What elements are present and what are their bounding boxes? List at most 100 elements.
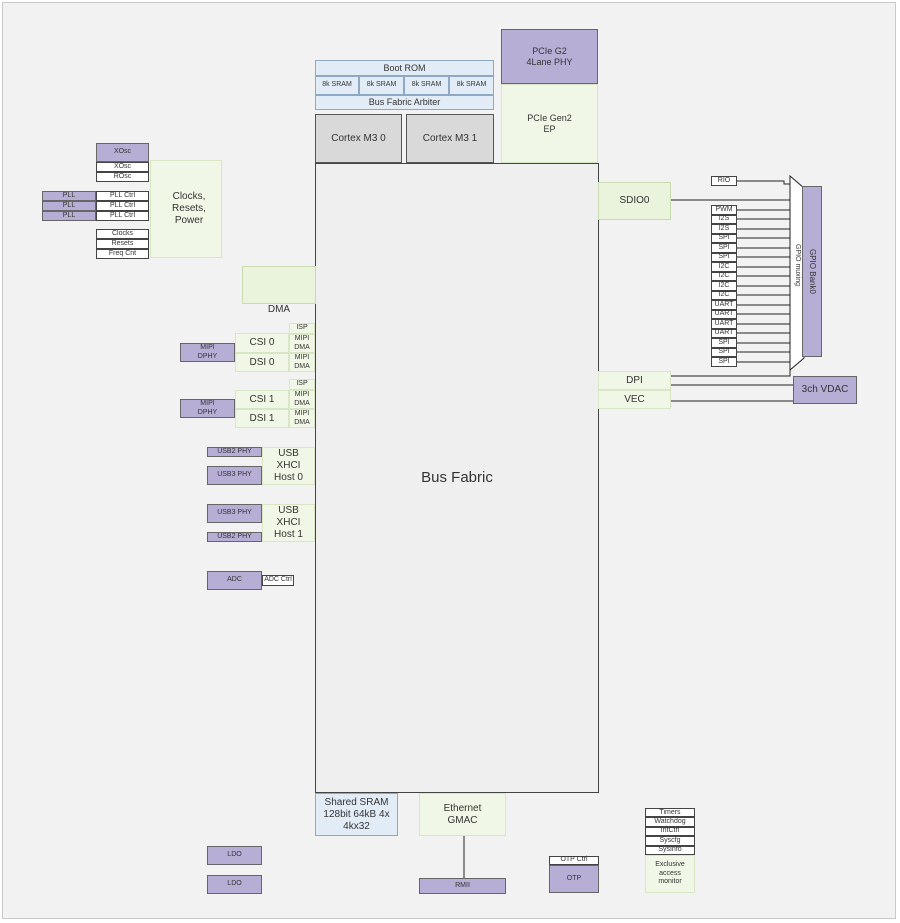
ethernet-gmac-label: Ethernet GMAC bbox=[443, 802, 482, 826]
gpio-function-box: I2C bbox=[711, 271, 737, 281]
pll-ctrl-box: PLL Ctrl bbox=[96, 191, 149, 201]
gpio-bank0: GPIO Bank0 bbox=[802, 186, 822, 357]
mipi-dma-label: MIPI DMA bbox=[294, 410, 310, 426]
boot-rom: Boot ROM bbox=[315, 60, 494, 76]
mipi-dma-label: MIPI DMA bbox=[294, 354, 310, 370]
gpio-function-box: UART bbox=[711, 300, 737, 310]
gpio-function-box: SPI bbox=[711, 252, 737, 262]
mipi-dma-block: MIPI DMA bbox=[289, 390, 315, 409]
gpio-function-box: UART bbox=[711, 328, 737, 338]
pcie-phy-label: PCIe G2 4Lane PHY bbox=[526, 45, 573, 67]
cortex-m3-0: Cortex M3 0 bbox=[315, 114, 402, 163]
isp-block: ISP bbox=[289, 379, 315, 390]
xosc-purple: XOsc bbox=[96, 143, 149, 162]
gpio-function-box: I2C bbox=[711, 281, 737, 291]
mipi-dphy-1: MIPI DPHY bbox=[180, 399, 235, 418]
clocks-resets-power-block: Clocks, Resets, Power bbox=[150, 160, 222, 258]
pcie-ep-label: PCIe Gen2 EP bbox=[527, 112, 572, 134]
sram-block: 8k SRAM bbox=[359, 76, 404, 95]
gpio-muxing-text: GPIO muxing bbox=[794, 243, 802, 286]
adc-block: ADC bbox=[207, 571, 262, 590]
bus-fabric: Bus Fabric bbox=[315, 163, 599, 793]
sram-block: 8k SRAM bbox=[404, 76, 449, 95]
gpio-function-box: UART bbox=[711, 319, 737, 329]
sdio0-block: SDIO0 bbox=[598, 182, 671, 220]
usb-host-1-label: USB XHCI Host 1 bbox=[274, 505, 303, 540]
adc-ctrl-block: ADC Ctrl bbox=[262, 575, 294, 586]
usb2-phy-0: USB2 PHY bbox=[207, 447, 262, 457]
gpio-function-box: I2C bbox=[711, 262, 737, 272]
pll-box: PLL bbox=[42, 201, 96, 211]
pll-ctrl-box: PLL Ctrl bbox=[96, 211, 149, 221]
pcie-ep: PCIe Gen2 EP bbox=[501, 84, 598, 163]
gpio-function-box: PWM bbox=[711, 205, 737, 215]
usb2-phy-1: USB2 PHY bbox=[207, 532, 262, 542]
usb-host-1: USB XHCI Host 1 bbox=[262, 504, 315, 542]
dpi-block: DPI bbox=[598, 371, 671, 390]
exclusive-access-monitor: Exclusive access monitor bbox=[645, 855, 695, 893]
csi-1: CSI 1 bbox=[235, 390, 289, 409]
pcie-phy: PCIe G2 4Lane PHY bbox=[501, 29, 598, 84]
bus-fabric-arbiter: Bus Fabric Arbiter bbox=[315, 95, 494, 110]
system-block-item: SysInfo bbox=[645, 845, 695, 855]
cortex-m3-1: Cortex M3 1 bbox=[406, 114, 494, 163]
monitor-label: Exclusive access monitor bbox=[655, 861, 685, 886]
mipi-dma-label: MIPI DMA bbox=[294, 335, 310, 351]
mipi-dphy-0: MIPI DPHY bbox=[180, 343, 235, 362]
gpio-function-box: UART bbox=[711, 309, 737, 319]
otp-ctrl-block: OTP Ctrl bbox=[549, 856, 599, 865]
ethernet-gmac: Ethernet GMAC bbox=[419, 793, 506, 836]
system-block-item: Watchdog bbox=[645, 817, 695, 827]
pll-box: PLL bbox=[42, 211, 96, 221]
rio-block: RIO bbox=[711, 176, 737, 186]
gpio-function-box: SPI bbox=[711, 357, 737, 367]
usb-host-0: USB XHCI Host 0 bbox=[262, 447, 315, 485]
gpio-function-box: SPI bbox=[711, 243, 737, 253]
mipi-dma-block: MIPI DMA bbox=[289, 353, 315, 372]
sram-block: 8k SRAM bbox=[315, 76, 359, 95]
gpio-function-box: SPI bbox=[711, 233, 737, 243]
system-block-item: IntCtrl bbox=[645, 826, 695, 837]
pll-ctrl-box: PLL Ctrl bbox=[96, 201, 149, 211]
clocks-box: Clocks bbox=[96, 229, 149, 239]
mipi-dma-label: MIPI DMA bbox=[294, 391, 310, 407]
resets-box: Resets bbox=[96, 239, 149, 249]
mipi-dphy-label: MIPI DPHY bbox=[197, 344, 218, 360]
system-block-item: Timers bbox=[645, 808, 695, 818]
gpio-function-box: I2S bbox=[711, 214, 737, 224]
mipi-dphy-label: MIPI DPHY bbox=[197, 400, 218, 416]
system-block-item: Syscfg bbox=[645, 836, 695, 846]
mipi-dma-block: MIPI DMA bbox=[289, 409, 315, 428]
usb-host-0-label: USB XHCI Host 0 bbox=[274, 448, 303, 483]
dma-label: DMA bbox=[267, 304, 291, 315]
dma-block bbox=[242, 266, 316, 304]
gpio-function-box: I2C bbox=[711, 290, 737, 300]
freq-cnt-box: Freq Cnt bbox=[96, 249, 149, 259]
gpio-function-box: SPI bbox=[711, 347, 737, 357]
vdac-block: 3ch VDAC bbox=[793, 376, 857, 404]
xosc-box: XOsc bbox=[96, 162, 149, 172]
rmii-block: RMII bbox=[419, 878, 506, 894]
csi-0: CSI 0 bbox=[235, 333, 289, 353]
dsi-0: DSI 0 bbox=[235, 353, 289, 372]
clocks-title: Clocks, Resets, Power bbox=[172, 191, 206, 226]
usb3-phy-1: USB3 PHY bbox=[207, 504, 262, 523]
shared-sram-label: Shared SRAM 128bit 64kB 4x 4kx32 bbox=[323, 796, 390, 832]
pll-box: PLL bbox=[42, 191, 96, 201]
isp-block: ISP bbox=[289, 323, 315, 334]
rosc-box: ROsc bbox=[96, 172, 149, 182]
sram-block: 8k SRAM bbox=[449, 76, 494, 95]
gpio-bank0-label: GPIO Bank0 bbox=[807, 249, 817, 294]
gpio-muxing-label: GPIO muxing bbox=[791, 230, 803, 300]
gpio-function-box: SPI bbox=[711, 338, 737, 348]
mipi-dma-block: MIPI DMA bbox=[289, 334, 315, 353]
shared-sram: Shared SRAM 128bit 64kB 4x 4kx32 bbox=[315, 793, 398, 836]
ldo-block: LDO bbox=[207, 875, 262, 894]
ldo-block: LDO bbox=[207, 846, 262, 865]
otp-block: OTP bbox=[549, 865, 599, 893]
dsi-1: DSI 1 bbox=[235, 409, 289, 428]
usb3-phy-0: USB3 PHY bbox=[207, 466, 262, 485]
vec-block: VEC bbox=[598, 390, 671, 409]
gpio-function-box: I2S bbox=[711, 224, 737, 234]
